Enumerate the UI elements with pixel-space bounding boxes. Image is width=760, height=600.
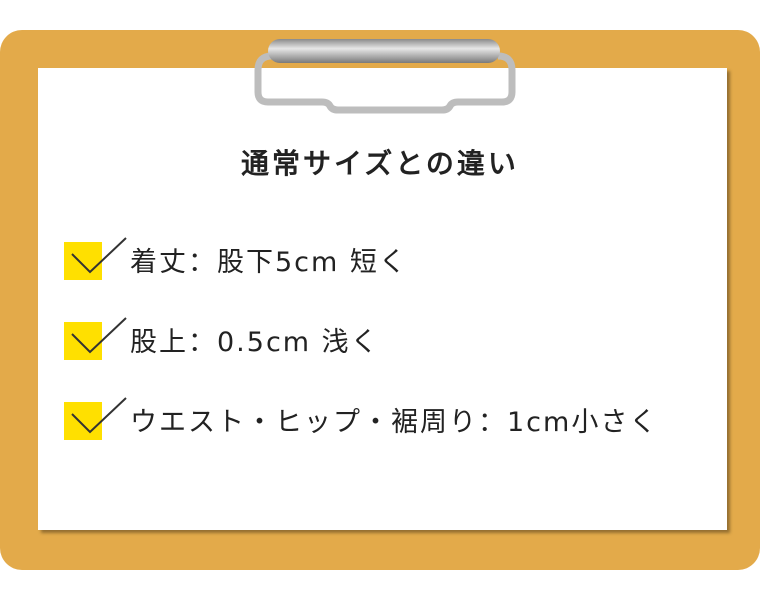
page-title: 通常サイズとの違い bbox=[241, 147, 519, 180]
checklist-item-label: 股上：0.5cm 浅く bbox=[130, 327, 380, 358]
checklist-item-label: ウエスト・ヒップ・裾周り：1cm小さく bbox=[130, 407, 659, 438]
checklist-item-label: 着丈：股下5cm 短く bbox=[130, 247, 408, 278]
checkbox-icon bbox=[64, 402, 102, 440]
paper-sheet bbox=[38, 68, 727, 530]
clipboard-clip-icon bbox=[254, 39, 516, 114]
checkmark-icon bbox=[71, 317, 127, 354]
checkmark-icon bbox=[71, 237, 127, 274]
checkbox-icon bbox=[64, 242, 102, 280]
checkmark-icon bbox=[71, 397, 127, 434]
checkbox-icon bbox=[64, 322, 102, 360]
